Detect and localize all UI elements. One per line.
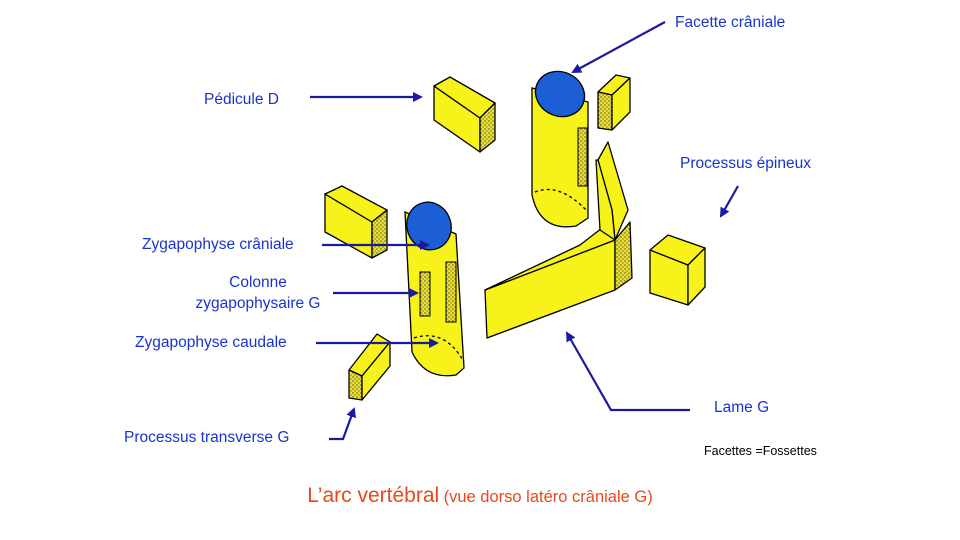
left-zygapophyseal-column [404,201,465,377]
slide-title: L’arc vertébral (vue dorso latéro crânia… [0,484,960,508]
arrow-processus-epineux [720,185,739,218]
label-processus-transverse-g: Processus transverse G [124,429,290,446]
label-facette-craniale: Facette crâniale [675,14,786,31]
transverse-process-left-block [348,333,391,401]
title-subtitle: (vue dorso latéro crâniale G) [443,488,653,506]
left-top-block [324,185,388,259]
arrow-facette-craniale [571,21,666,73]
right-zygapophyseal-column [531,70,589,228]
arrow-processus-transverse [329,407,356,441]
label-zygapophyse-caudale: Zygapophyse caudale [135,334,287,351]
label-lame-g: Lame G [714,399,770,416]
label-colonne-line2: zygapophysaire G [195,295,321,312]
label-processus-epineux: Processus épineux [680,155,811,172]
arrow-lame-g [566,331,690,412]
title-main: L’arc vertébral [307,484,440,507]
note-facettes-fossettes: Facettes =Fossettes [704,444,817,458]
label-zygapophyse-craniale: Zygapophyse crâniale [142,236,294,253]
right-small-block [597,74,631,131]
lamina-left [484,141,633,339]
pointer-arrows [310,21,739,441]
label-pedicule-d: Pédicule D [204,91,279,108]
pedicle-right-block [433,76,496,153]
label-colonne-line1: Colonne [229,274,287,291]
spinous-process-block [649,234,706,306]
